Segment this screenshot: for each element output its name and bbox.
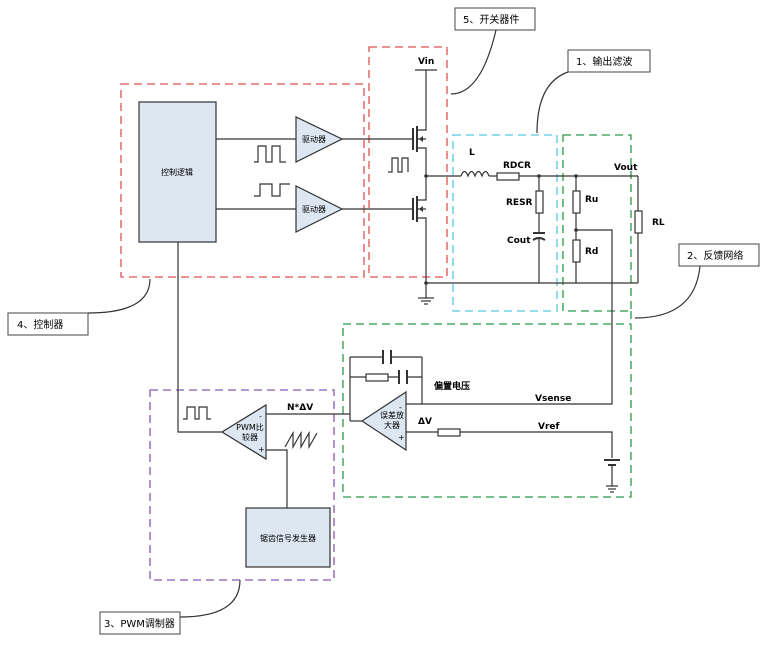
region-output-filter — [452, 134, 558, 312]
r-d-label: Rd — [585, 247, 598, 257]
bias-voltage-label: 偏置电压 — [434, 380, 470, 392]
delta-v-label: ΔV — [418, 417, 432, 427]
driver-top-label: 驱动器 — [302, 134, 326, 144]
switch-node-junction — [424, 174, 428, 178]
region-controller — [120, 83, 365, 278]
callout-switch-box — [454, 7, 536, 31]
callout-filter-box — [567, 49, 651, 73]
r-dcr-resistor — [496, 172, 520, 181]
callout-pwm-leader — [179, 579, 241, 618]
high-side-mosfet — [410, 126, 427, 154]
r-l-label: RL — [652, 218, 665, 228]
pulse-waveform-top — [254, 145, 286, 163]
n-delta-v-label: N*ΔV — [287, 403, 313, 413]
main-ground-symbol — [418, 297, 434, 305]
vref-source — [604, 459, 620, 493]
driver-top — [295, 116, 344, 163]
pwm-comp-label-2: 较器 — [242, 432, 258, 442]
r-u-label: Ru — [585, 195, 598, 205]
vin-label: Vin — [418, 57, 434, 67]
callout-pwm-text: 3、PWM调制器 — [104, 617, 175, 630]
error-amp-plus: + — [398, 433, 405, 442]
pwm-output-waveform — [183, 406, 211, 420]
comp-capacitor-2 — [398, 370, 408, 384]
delta-v-resistor — [437, 428, 461, 437]
region-feedback-top — [562, 134, 632, 312]
error-amp-label-2: 大器 — [384, 420, 400, 430]
v-out-label: Vout — [614, 163, 638, 173]
r-u-resistor — [572, 190, 581, 214]
callout-feedback-leader — [634, 265, 701, 319]
wire-sawtooth-to-comp — [266, 449, 288, 508]
pwm-comparator — [220, 403, 267, 461]
v-sense-label: Vsense — [535, 394, 571, 404]
callout-feedback-box — [678, 243, 760, 267]
inductor-coil — [460, 170, 490, 178]
comp-resistor — [365, 373, 389, 382]
wire-vsense — [406, 283, 613, 405]
pwm-comp-label-1: PWM比 — [236, 422, 264, 432]
region-switch — [368, 46, 448, 278]
callout-switch-leader — [450, 29, 497, 95]
c-out-label: Cout — [507, 236, 531, 246]
pwm-comp-minus: - — [259, 412, 262, 421]
callout-switch-text: 5、开关器件 — [463, 13, 519, 26]
control-logic-block — [138, 101, 217, 243]
callout-filter-text: 1、输出滤波 — [576, 55, 632, 68]
sawtooth-waveform — [284, 430, 318, 450]
callout-control-leader — [87, 278, 151, 314]
callout-feedback-text: 2、反馈网络 — [687, 249, 743, 262]
comp-capacitor-1 — [382, 350, 392, 364]
r-esr-resistor — [535, 190, 544, 214]
r-dcr-label: RDCR — [503, 161, 531, 171]
driver-bottom — [295, 185, 344, 233]
ground-junction — [424, 281, 428, 285]
sawtooth-generator-block — [245, 507, 331, 568]
sawtooth-generator-label: 锯齿信号发生器 — [260, 533, 316, 543]
control-logic-label: 控制逻辑 — [161, 167, 193, 177]
r-l-resistor — [634, 210, 643, 234]
error-amp-minus: - — [399, 403, 402, 412]
pulse-waveform-bottom — [254, 183, 290, 197]
wire-pwm-out — [177, 242, 222, 433]
callout-control-box — [7, 312, 89, 336]
wire-vref — [406, 431, 613, 458]
region-feedback-bottom — [342, 323, 632, 498]
callout-control-text: 4、控制器 — [17, 318, 63, 331]
switch-node-waveform — [388, 157, 409, 173]
region-pwm-modulator — [149, 389, 335, 581]
wire-divider-tap — [576, 229, 613, 283]
inductor-label: L — [469, 148, 475, 158]
driver-bottom-label: 驱动器 — [302, 204, 326, 214]
error-amplifier — [360, 390, 407, 452]
callout-filter-leader — [536, 71, 569, 134]
error-amp-label-1: 误差放 — [380, 410, 404, 420]
low-side-mosfet — [410, 196, 427, 224]
r-esr-label: RESR — [506, 198, 533, 208]
v-ref-label: Vref — [538, 422, 560, 432]
callout-pwm-box — [99, 611, 181, 635]
pwm-comp-plus: + — [258, 445, 265, 454]
r-d-resistor — [572, 239, 581, 263]
